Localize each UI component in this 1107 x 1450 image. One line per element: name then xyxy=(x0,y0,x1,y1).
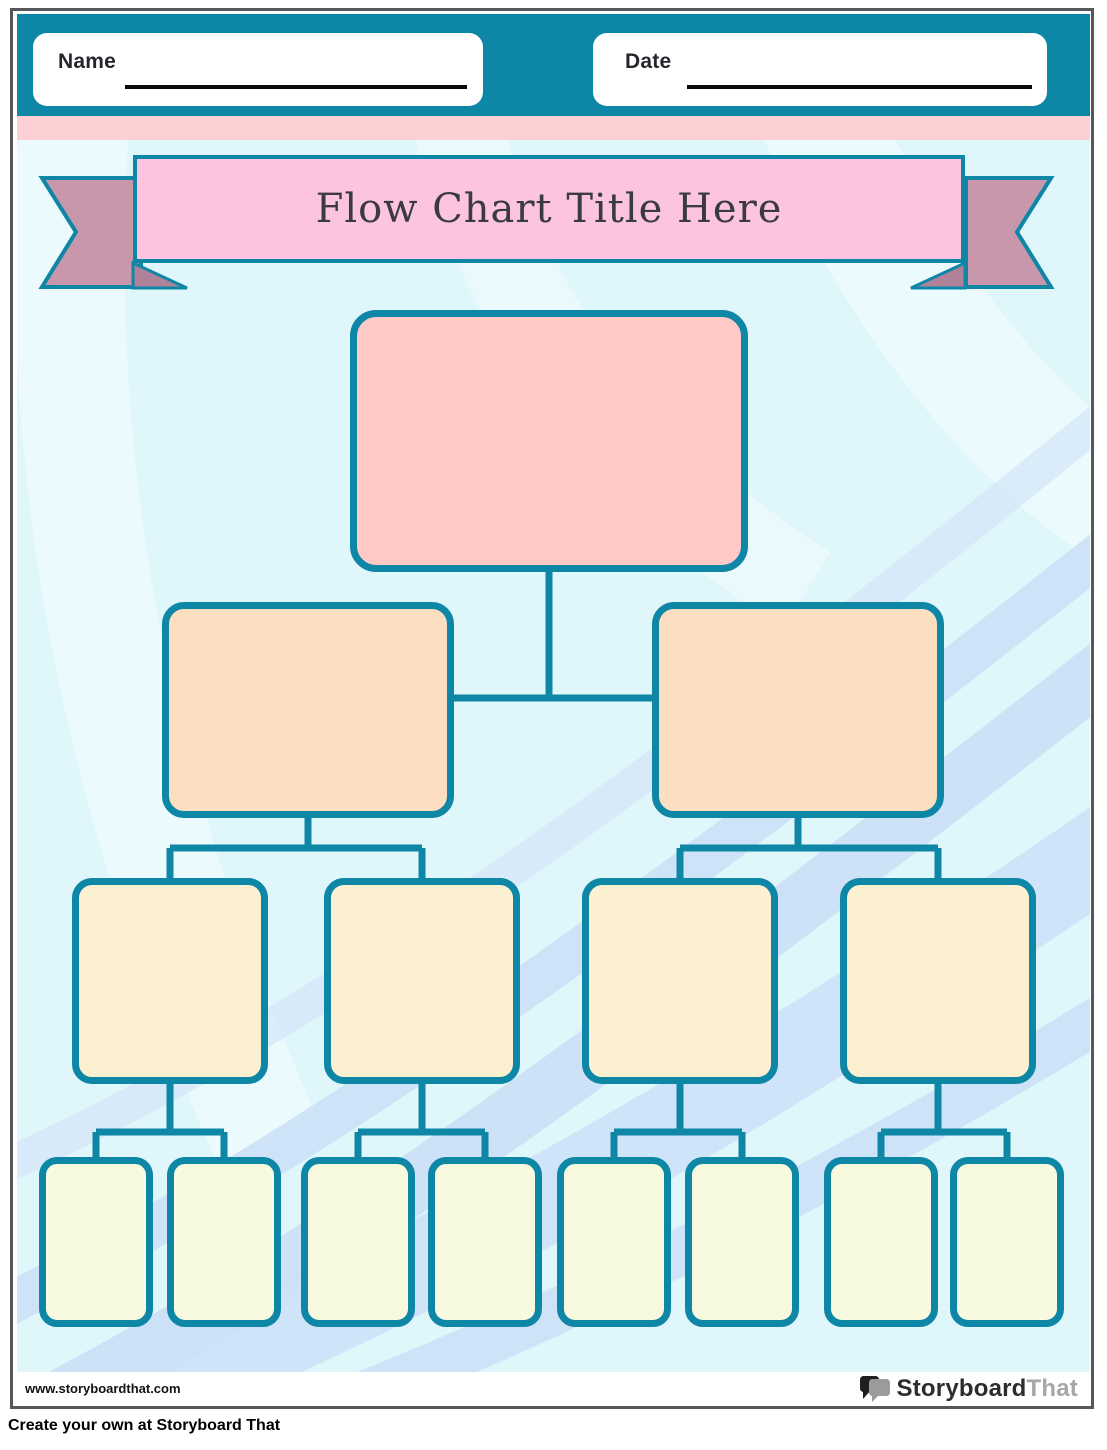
speech-bubbles-icon xyxy=(859,1375,890,1402)
storyboardthat-logo: StoryboardThat xyxy=(859,1375,1078,1403)
footer-strip: www.storyboardthat.com StoryboardThat xyxy=(17,1372,1090,1405)
ribbon-fold-right xyxy=(910,260,967,290)
pink-accent-strip xyxy=(17,116,1090,140)
flow-chart-title: Flow Chart Title Here xyxy=(315,186,783,232)
ribbon-tails xyxy=(38,176,1055,290)
flow-node-level3-4[interactable] xyxy=(840,878,1036,1084)
flow-node-level4-4[interactable] xyxy=(428,1157,542,1327)
name-field[interactable]: Name xyxy=(33,33,483,106)
title-banner[interactable]: Flow Chart Title Here xyxy=(133,155,965,263)
ribbon-tail-right xyxy=(964,176,1055,289)
flow-node-level4-8[interactable] xyxy=(950,1157,1064,1327)
ribbon-tail-left xyxy=(38,176,143,289)
flow-node-level1[interactable] xyxy=(350,310,748,572)
flow-node-level2-2[interactable] xyxy=(652,602,944,818)
name-write-line[interactable] xyxy=(125,85,467,89)
tree-connectors xyxy=(92,572,1011,1157)
date-write-line[interactable] xyxy=(687,85,1032,89)
flow-node-level4-1[interactable] xyxy=(39,1157,153,1327)
logo-part-storyboard: Storyboard xyxy=(896,1374,1027,1402)
connector-layer xyxy=(38,176,1055,1157)
flow-node-level4-2[interactable] xyxy=(167,1157,281,1327)
create-your-own-tagline: Create your own at Storyboard That xyxy=(8,1417,281,1434)
flow-node-level4-7[interactable] xyxy=(824,1157,938,1327)
header-band: Name Date xyxy=(17,14,1090,116)
name-label: Name xyxy=(58,50,116,73)
flow-node-level3-2[interactable] xyxy=(324,878,520,1084)
date-label: Date xyxy=(625,50,672,73)
flowchart-canvas: Flow Chart Title Here xyxy=(17,140,1090,1372)
website-url: www.storyboardthat.com xyxy=(25,1381,181,1396)
logo-text: StoryboardThat xyxy=(897,1375,1078,1403)
date-field[interactable]: Date xyxy=(593,33,1047,106)
flow-node-level3-1[interactable] xyxy=(72,878,268,1084)
ribbon-fold-left xyxy=(131,260,188,290)
flow-node-level4-6[interactable] xyxy=(685,1157,799,1327)
flow-node-level4-5[interactable] xyxy=(557,1157,671,1327)
flow-node-level2-1[interactable] xyxy=(162,602,454,818)
flow-node-level3-3[interactable] xyxy=(582,878,778,1084)
logo-part-that: That xyxy=(1026,1374,1078,1402)
flow-node-level4-3[interactable] xyxy=(301,1157,415,1327)
